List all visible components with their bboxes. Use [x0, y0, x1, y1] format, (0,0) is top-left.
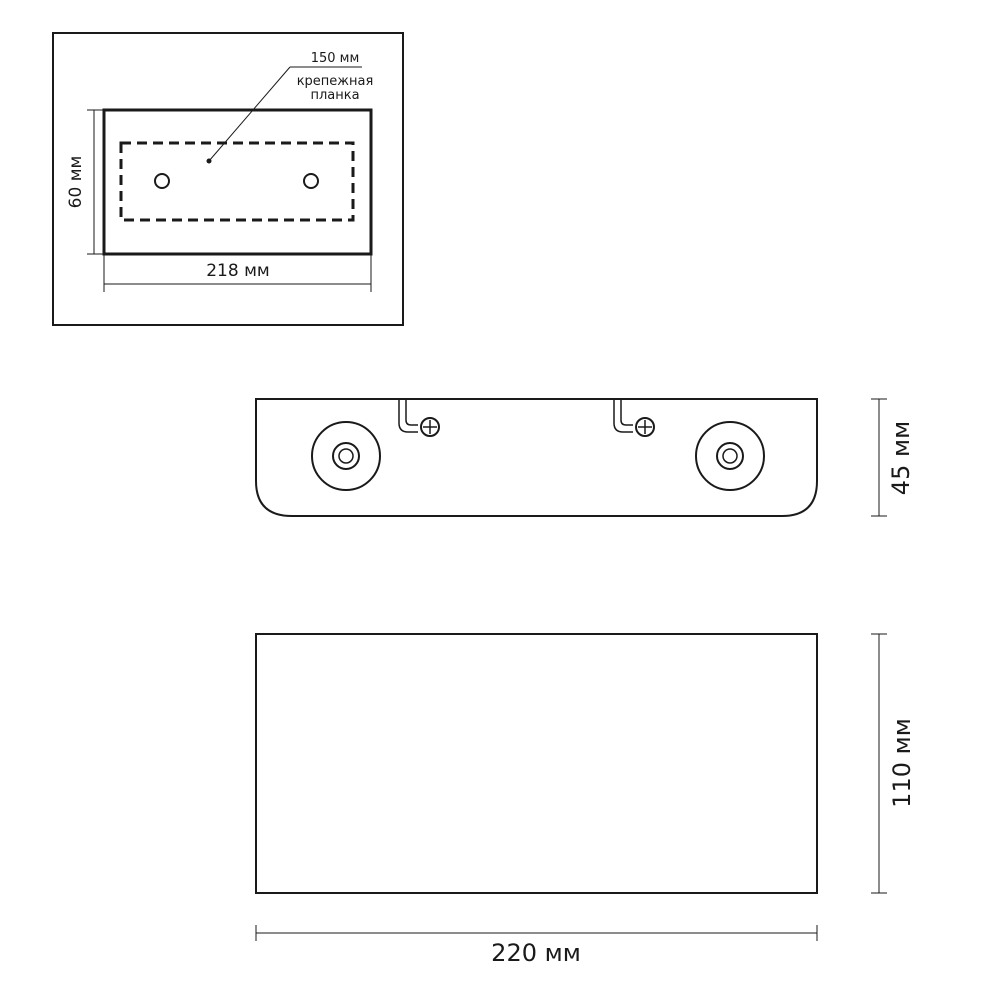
- depth-label: 45 мм: [887, 421, 915, 495]
- height-label: 60 мм: [66, 156, 86, 209]
- lens-left: [311, 421, 381, 491]
- clip-right-profile: [613, 400, 633, 433]
- lens-right-mid-ring: [716, 442, 744, 470]
- lens-right: [695, 421, 765, 491]
- plate-name-line2: планка: [310, 88, 359, 103]
- plate-name-line1: крепежная: [297, 74, 374, 89]
- mounting-hole-right: [303, 173, 319, 189]
- mounting-hole-left: [154, 173, 170, 189]
- bracket-clip-right: [613, 400, 655, 437]
- width-label: 218 мм: [206, 261, 270, 281]
- front-height-label: 110 мм: [888, 718, 916, 808]
- plate-length-label: 150 мм: [311, 51, 360, 66]
- bracket-clip-left: [398, 400, 440, 437]
- mount-plate-view-frame: [52, 32, 404, 326]
- lens-right-outer-ring: [695, 421, 765, 491]
- front-width-label: 220 мм: [491, 939, 581, 967]
- front-view: 110 мм 220 мм: [255, 633, 916, 967]
- lens-right-inner-ring: [722, 448, 738, 464]
- lens-left-mid-ring: [332, 442, 360, 470]
- fixture-back-outline: [102, 108, 373, 256]
- clip-left-profile: [398, 400, 418, 433]
- leader-line: [208, 66, 291, 162]
- screw-right-icon: [635, 417, 655, 437]
- lens-left-inner-ring: [338, 448, 354, 464]
- lens-left-outer-ring: [311, 421, 381, 491]
- top-view-outline: [255, 398, 818, 517]
- top-view: 45 мм: [255, 398, 915, 517]
- mounting-plate-dashed-outline: [119, 141, 355, 222]
- screw-left-icon: [420, 417, 440, 437]
- mount-plate-view: 150 мм крепежная планка 60 мм 218 мм: [52, 32, 404, 326]
- front-view-outline: [255, 633, 818, 894]
